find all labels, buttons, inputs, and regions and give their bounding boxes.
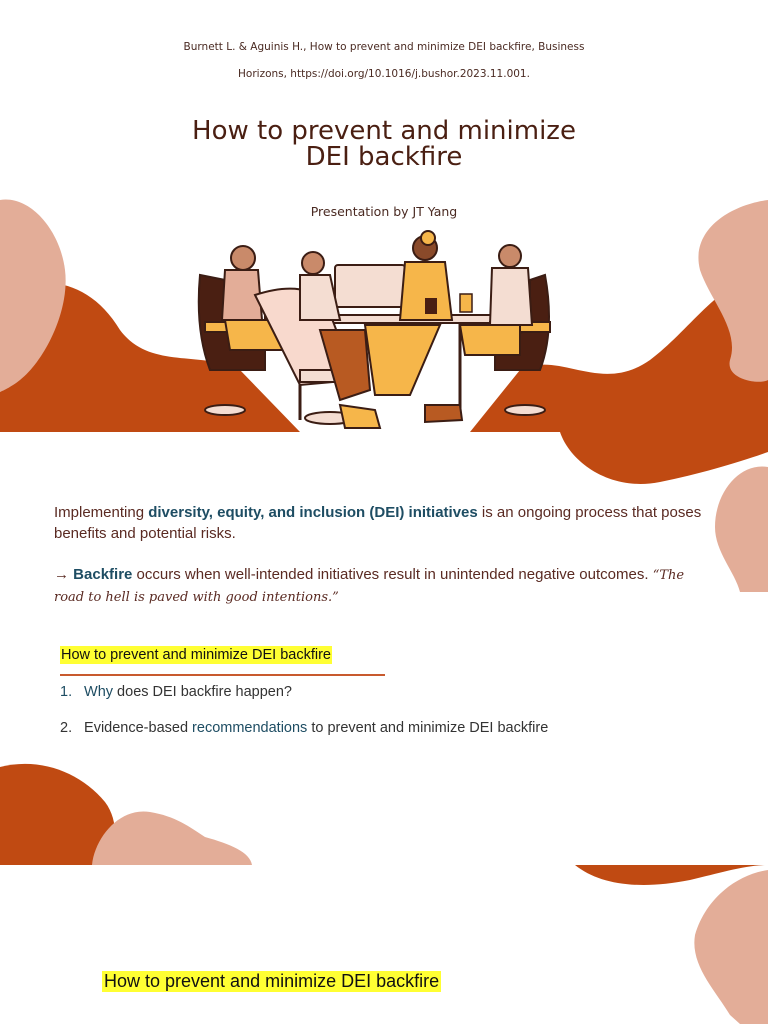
left-rust-wave — [0, 283, 300, 432]
right-blush-blob — [715, 466, 768, 592]
list-number: 2. — [60, 720, 73, 736]
why-highlight: Why — [84, 684, 114, 700]
presenter-credit: Presentation by JT Yang — [310, 204, 458, 219]
backfire-highlight: Backfire — [73, 566, 133, 583]
list-item: 1. Why does DEI backfire happen? — [60, 684, 292, 700]
list-text: does DEI backfire happen? — [113, 684, 292, 700]
bottom-left-rust-blob — [0, 763, 115, 865]
top-rust-wave — [575, 865, 768, 885]
backfire-definition: occurs when well-intended initiatives re… — [132, 566, 653, 583]
list-item: 2. Evidence-based recommendations to pre… — [60, 720, 548, 736]
team-meeting-illustration — [197, 230, 551, 429]
right-blush-blob — [698, 200, 768, 382]
arrow-icon: → — [54, 566, 74, 583]
decorative-blobs — [0, 432, 768, 865]
proverb-quote: “The road to hell is paved with good int… — [54, 568, 685, 605]
slide-intro: Implementing diversity, equity, and incl… — [0, 432, 768, 865]
list-number: 1. — [60, 684, 73, 700]
citation-line-2: Horizons, https://doi.org/10.1016/j.bush… — [238, 68, 530, 80]
backfire-paragraph: → Backfire occurs when well-intended ini… — [54, 564, 704, 608]
dei-initiatives-highlight: diversity, equity, and inclusion (DEI) i… — [148, 504, 478, 521]
recommendations-highlight: recommendations — [192, 720, 308, 736]
decorative-blobs — [0, 199, 768, 432]
top-right-rust-blob — [560, 432, 768, 484]
slide-title-heading: How to prevent and minimize DEI backfire — [0, 118, 768, 170]
right-blush-blob — [694, 870, 768, 1024]
list-text-start: Evidence-based — [84, 720, 193, 736]
slide-title: Burnett L. & Aguinis H., How to prevent … — [0, 0, 768, 432]
intro-paragraph: Implementing diversity, equity, and incl… — [54, 502, 704, 544]
section-title: How to prevent and minimize DEI backfire — [102, 971, 442, 992]
slide-section: How to prevent and minimize DEI backfire — [0, 865, 768, 1024]
citation-line-1: Burnett L. & Aguinis H., How to prevent … — [183, 41, 585, 53]
section-heading: How to prevent and minimize DEI backfire — [60, 646, 332, 664]
decorative-blobs — [575, 865, 768, 1024]
right-rust-wave — [470, 270, 768, 432]
title-line-2: DEI backfire — [305, 142, 463, 172]
title-line-1: How to prevent and minimize — [192, 116, 576, 146]
heading-underline — [60, 674, 385, 676]
intro-text-end: is an ongoing process that poses benefit… — [54, 504, 702, 542]
left-blush-blob — [0, 199, 66, 392]
intro-text-start: Implementing — [54, 504, 149, 521]
bottom-left-blush-blob — [92, 811, 252, 865]
list-text: to prevent and minimize DEI backfire — [307, 720, 549, 736]
